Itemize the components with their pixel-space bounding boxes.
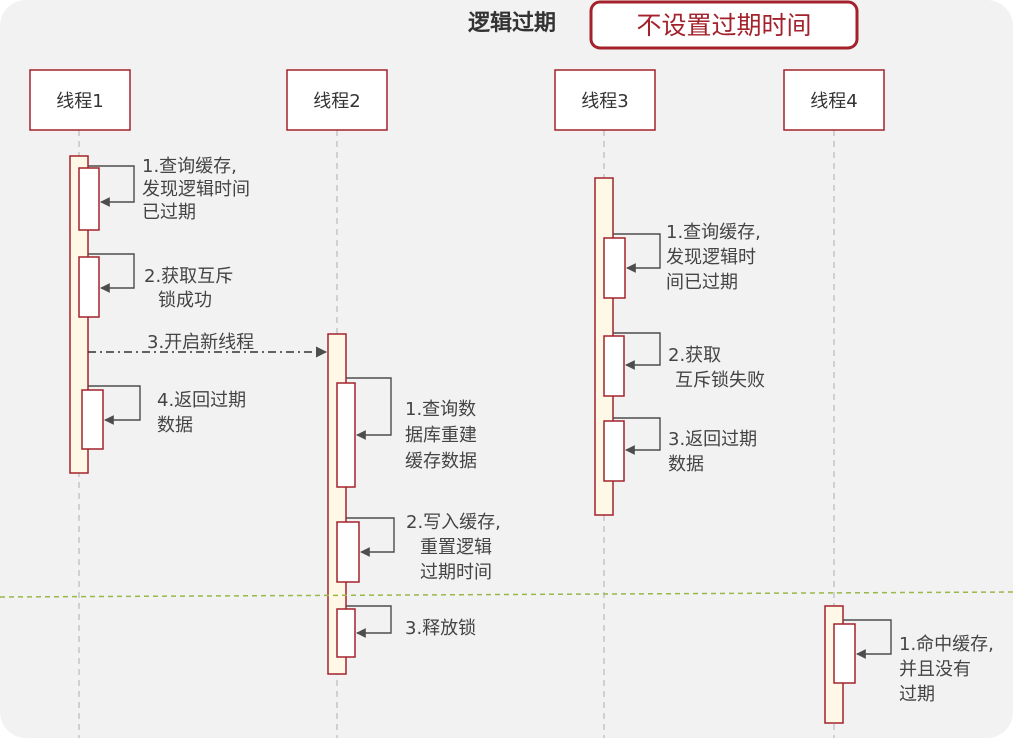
thread-3-step-3-note: 3.返回过期 数据: [668, 429, 763, 475]
thread-3-step-2-note: 2.获取 互斥锁失败: [668, 345, 765, 391]
thread-1-step-1-arrow: [88, 165, 135, 207]
thread-1-step-1-note: 1.查询缓存, 发现逻辑时间 已过期: [142, 156, 256, 223]
thread-3-step-1-box: [603, 237, 626, 299]
thread-3-step-3-box: [603, 420, 625, 482]
thread-2-step-3-arrow: [346, 605, 392, 638]
thread-3-step-3-arrow: [613, 417, 661, 455]
badge-box: [589, 0, 859, 50]
thread-1-step-4-note: 4.返回过期 数据: [157, 390, 252, 436]
thread-1-step-1-box: [78, 167, 100, 231]
thread-2-box: [286, 69, 388, 131]
badge-label: 不设置过期时间: [636, 11, 811, 40]
thread-1-step-4-arrow: [88, 385, 141, 425]
thread-3-step-2-box: [603, 335, 625, 397]
thread-4-box: [783, 69, 885, 131]
thread-1-step-2-arrow: [88, 253, 135, 293]
thread-4-label: 线程4: [810, 91, 857, 112]
thread-2-step-1-box: [336, 382, 356, 488]
thread-2-step-3-note: 3.释放锁: [405, 618, 476, 639]
thread-4-step-1-box: [833, 623, 856, 684]
thread-1-label: 线程1: [56, 91, 103, 112]
thread-1-step-2-box: [78, 256, 100, 318]
diagram-title: 逻辑过期: [468, 10, 556, 36]
thread-1-step-3-note: 3.开启新线程: [147, 332, 254, 353]
thread-3-step-1-note: 1.查询缓存, 发现逻辑时 间已过期: [666, 222, 767, 293]
thread-4-step-1-arrow: [843, 619, 892, 659]
thread-3-box: [554, 69, 656, 131]
thread-2-step-1-note: 1.查询数 据库重建 缓存数据: [405, 399, 483, 472]
thread-2-label: 线程2: [313, 91, 360, 112]
thread-3-step-1-arrow: [613, 233, 661, 273]
thread-1-step-2-note: 2.获取互斥 锁成功: [144, 266, 239, 311]
thread-3-label: 线程3: [581, 91, 628, 112]
thread-2-step-3-box: [336, 608, 356, 658]
thread-1-step-4-box: [81, 389, 104, 450]
thread-4-step-1-note: 1.命中缓存, 并且没有 过期: [899, 634, 1000, 705]
thread-2-step-1-arrow: [346, 377, 392, 440]
thread-2-step-2-arrow: [346, 517, 395, 557]
thread-2-step-2-note: 2.写入缓存, 重置逻辑 过期时间: [406, 512, 507, 583]
thread-3-step-2-arrow: [613, 332, 661, 370]
thread-1-box: [29, 69, 131, 131]
timeline-divider: [0, 591, 1013, 598]
thread-2-step-2-box: [336, 521, 360, 583]
